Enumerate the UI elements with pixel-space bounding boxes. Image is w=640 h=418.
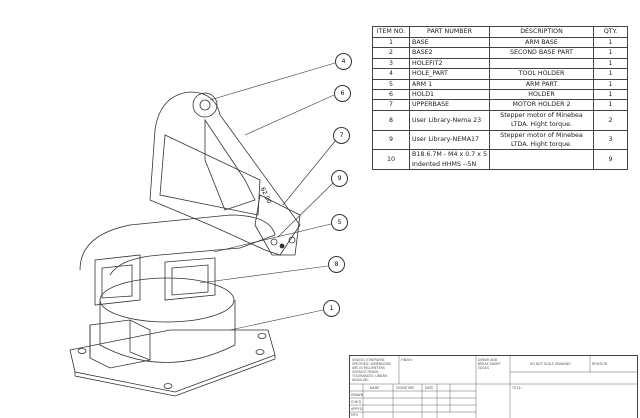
revision-label: REVISION [592,362,608,366]
signature-header: SIGNATURE [396,386,415,390]
lower-arm [79,214,276,306]
balloon-8: 8 [328,256,345,273]
row-drawn: DRAWN [351,393,364,397]
col-desc: DESCRIPTION [489,26,594,38]
name-header: NAME [370,386,380,390]
bom-header: ITEM NO. PART NUMBER DESCRIPTION QTY. [372,26,628,38]
row-checked: CHK'D [351,400,362,404]
date-header: DATE [425,386,434,390]
tolerance-notes: UNLESS OTHERWISE SPECIFIED: DIMENSIONS A… [352,358,391,382]
balloon-4: 4 [335,53,352,70]
upper-arm [149,91,301,256]
leaders [199,62,337,331]
balloon-9: 9 [331,170,348,187]
finish-label: FINISH: [401,358,413,362]
title-block-grid [350,356,637,418]
balloon-1: 1 [323,300,340,317]
row-mfg: MFG [351,413,359,417]
do-not-scale-note: DO NOT SCALE DRAWING [530,362,571,366]
col-qty: QTY. [593,26,628,38]
base-cylinder [89,277,236,369]
balloon-6: 6 [334,85,351,102]
title-block: UNLESS OTHERWISE SPECIFIED: DIMENSIONS A… [349,355,638,418]
col-part: PART NUMBER [409,26,490,38]
base-plate [69,329,276,397]
col-item: ITEM NO. [372,26,410,38]
debur-note: DEBUR AND BREAK SHARP EDGES [478,358,501,370]
title-label: TITLE: [512,386,522,390]
balloon-7: 7 [333,127,350,144]
row-approved: APPV'D [351,407,363,411]
balloon-5: 5 [331,214,348,231]
